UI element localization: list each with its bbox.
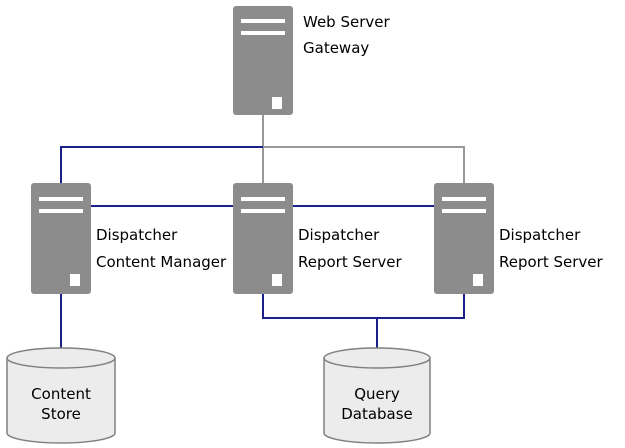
server-icon (233, 183, 293, 294)
dispatcher-rs1-label-line1: Dispatcher (298, 226, 380, 244)
content-store-label-line2: Store (41, 405, 81, 423)
link-report-servers-to-query-database (262, 294, 465, 319)
gateway-label-line1: Web Server (303, 13, 390, 31)
connectors (60, 115, 465, 350)
query-database-label-line2: Database (341, 405, 413, 423)
database-icon (323, 347, 431, 444)
content-store-database: Content Store (6, 347, 116, 444)
link-gateway-to-content-manager (60, 146, 263, 183)
query-database-label-line1: Query (354, 385, 400, 403)
link-gateway-to-report-servers (262, 115, 465, 183)
gateway-server: Web Server Gateway (233, 6, 390, 115)
dispatcher-report-server-2: Dispatcher Report Server (434, 183, 604, 294)
dispatcher-cm-label-line1: Dispatcher (96, 226, 178, 244)
dispatcher-rs1-label-line2: Report Server (298, 253, 403, 271)
dispatcher-rs2-label-line2: Report Server (499, 253, 604, 271)
dispatcher-report-server-1: Dispatcher Report Server (233, 183, 403, 294)
server-icon (233, 6, 293, 115)
server-icon (434, 183, 494, 294)
database-icon (6, 347, 116, 444)
dispatcher-cm-label-line2: Content Manager (96, 253, 227, 271)
dispatcher-content-manager-server: Dispatcher Content Manager (31, 183, 227, 294)
query-database: Query Database (323, 347, 431, 444)
dispatcher-rs2-label-line1: Dispatcher (499, 226, 581, 244)
server-icon (31, 183, 91, 294)
gateway-label-line2: Gateway (303, 39, 369, 57)
content-store-label-line1: Content (31, 385, 91, 403)
